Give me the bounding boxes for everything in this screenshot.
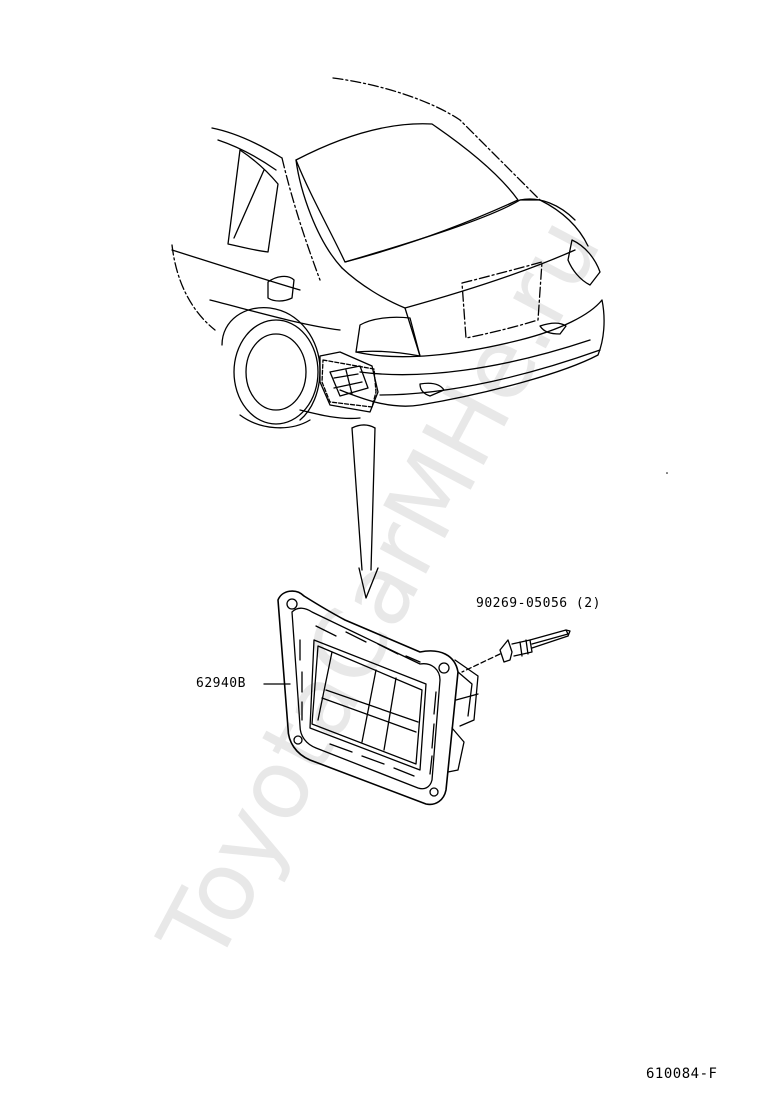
pointer-arrow: [351, 424, 379, 599]
part-number-label-90269: 90269-05056 (2): [476, 596, 601, 611]
car-rear-illustration: [171, 77, 605, 429]
vent-assembly-62940b: [277, 590, 479, 806]
part-number-label-62940b: 62940B: [196, 676, 246, 691]
diagram-code-label: 610084-F: [646, 1066, 718, 1082]
clip-fastener-90269: [461, 629, 571, 673]
